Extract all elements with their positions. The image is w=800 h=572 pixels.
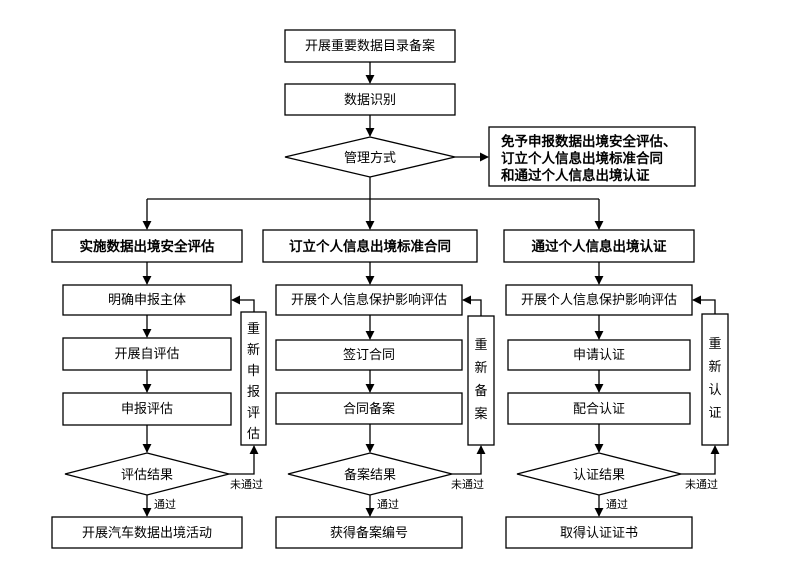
col2-loop-char: 案	[474, 407, 487, 422]
col1-fail-label: 未通过	[230, 478, 263, 491]
col2-fail-connector	[452, 445, 486, 475]
col3-loop-char: 重	[708, 336, 721, 352]
step-catalog-filing-label: 开展重要数据目录备案	[305, 38, 435, 54]
col2-step1-label: 开展个人信息保护影响评估	[291, 292, 447, 308]
col3-return-connector	[692, 295, 716, 314]
col3-loop-char: 新	[708, 359, 721, 375]
col2-fail-label: 未通过	[451, 478, 484, 491]
col3-loop-char: 证	[708, 406, 721, 421]
col3-step2-label: 申请认证	[573, 348, 625, 363]
col3-decision-label: 认证结果	[573, 468, 625, 483]
col3-loop-box	[701, 313, 729, 446]
step-data-identification-label: 数据识别	[344, 93, 396, 108]
col3-final-label: 取得认证证书	[560, 525, 638, 541]
col3-header-box	[503, 229, 695, 263]
col2-step1-box	[275, 284, 463, 316]
col1-loop-box	[240, 311, 267, 446]
exemption-line-3: 和通过个人信息出境认证	[501, 167, 650, 184]
col1-loop-char: 评	[247, 406, 260, 421]
col1-loop-char: 报	[247, 385, 260, 400]
col1-step3-label: 申报评估	[121, 402, 173, 417]
col1-final-label: 开展汽车数据出境活动	[82, 525, 212, 541]
col2-step2-box	[275, 339, 463, 371]
col1-pass-label: 通过	[154, 498, 176, 511]
col2-step3-label: 合同备案	[343, 401, 395, 417]
col3-step3-box	[507, 392, 691, 425]
col3-fail-connector	[681, 445, 720, 475]
col2-loop-char: 重	[474, 337, 487, 353]
exemption-line-2: 订立个人信息出境标准合同	[501, 150, 663, 167]
col2-header-box	[262, 229, 478, 263]
col2-decision-label: 备案结果	[344, 467, 396, 483]
step-data-identification-box	[284, 83, 456, 116]
col1-final-box	[51, 516, 243, 549]
col2-pass-label: 通过	[377, 498, 399, 511]
col1-fail-connector	[229, 445, 259, 475]
col3-pass-label: 通过	[606, 498, 628, 511]
col2-step3-box	[275, 392, 463, 425]
col1-return-connector	[231, 295, 255, 312]
col1-step2-box	[62, 337, 232, 371]
col1-step1-label: 明确申报主体	[108, 293, 186, 308]
col1-decision-label: 评估结果	[121, 468, 173, 483]
col1-header-label: 实施数据出境安全评估	[80, 238, 215, 255]
exemption-box	[488, 126, 696, 187]
col3-header-label: 通过个人信息出境认证	[532, 238, 667, 255]
col2-loop-char: 备	[474, 383, 487, 399]
step-catalog-filing-box	[284, 29, 456, 63]
col1-step1-box	[62, 284, 232, 316]
col3-loop-char: 认	[708, 383, 721, 398]
col2-final-box	[275, 516, 463, 549]
col3-fail-label: 未通过	[685, 478, 718, 491]
col1-step3-box	[62, 392, 232, 426]
col1-loop-char: 申	[247, 364, 260, 379]
col2-final-label: 获得备案编号	[330, 525, 408, 541]
col3-final-box	[505, 516, 693, 549]
exemption-line-1: 免予申报数据出境安全评估、	[501, 133, 677, 150]
col2-return-connector	[462, 295, 482, 316]
col1-header-box	[51, 229, 243, 263]
col2-loop-box	[467, 315, 495, 446]
col3-step1-box	[505, 284, 693, 316]
col2-header-label: 订立个人信息出境标准合同	[289, 238, 451, 255]
col3-step1-label: 开展个人信息保护影响评估	[521, 292, 677, 308]
col1-loop-char: 重	[247, 321, 260, 337]
col2-loop-char: 新	[474, 360, 487, 376]
col1-loop-char: 新	[247, 342, 260, 358]
col3-step3-label: 配合认证	[573, 402, 625, 417]
decision-management-mode-label: 管理方式	[344, 150, 396, 166]
col1-loop-char: 估	[247, 427, 260, 442]
col2-step2-label: 签订合同	[343, 347, 395, 363]
col1-step2-label: 开展自评估	[114, 347, 179, 362]
